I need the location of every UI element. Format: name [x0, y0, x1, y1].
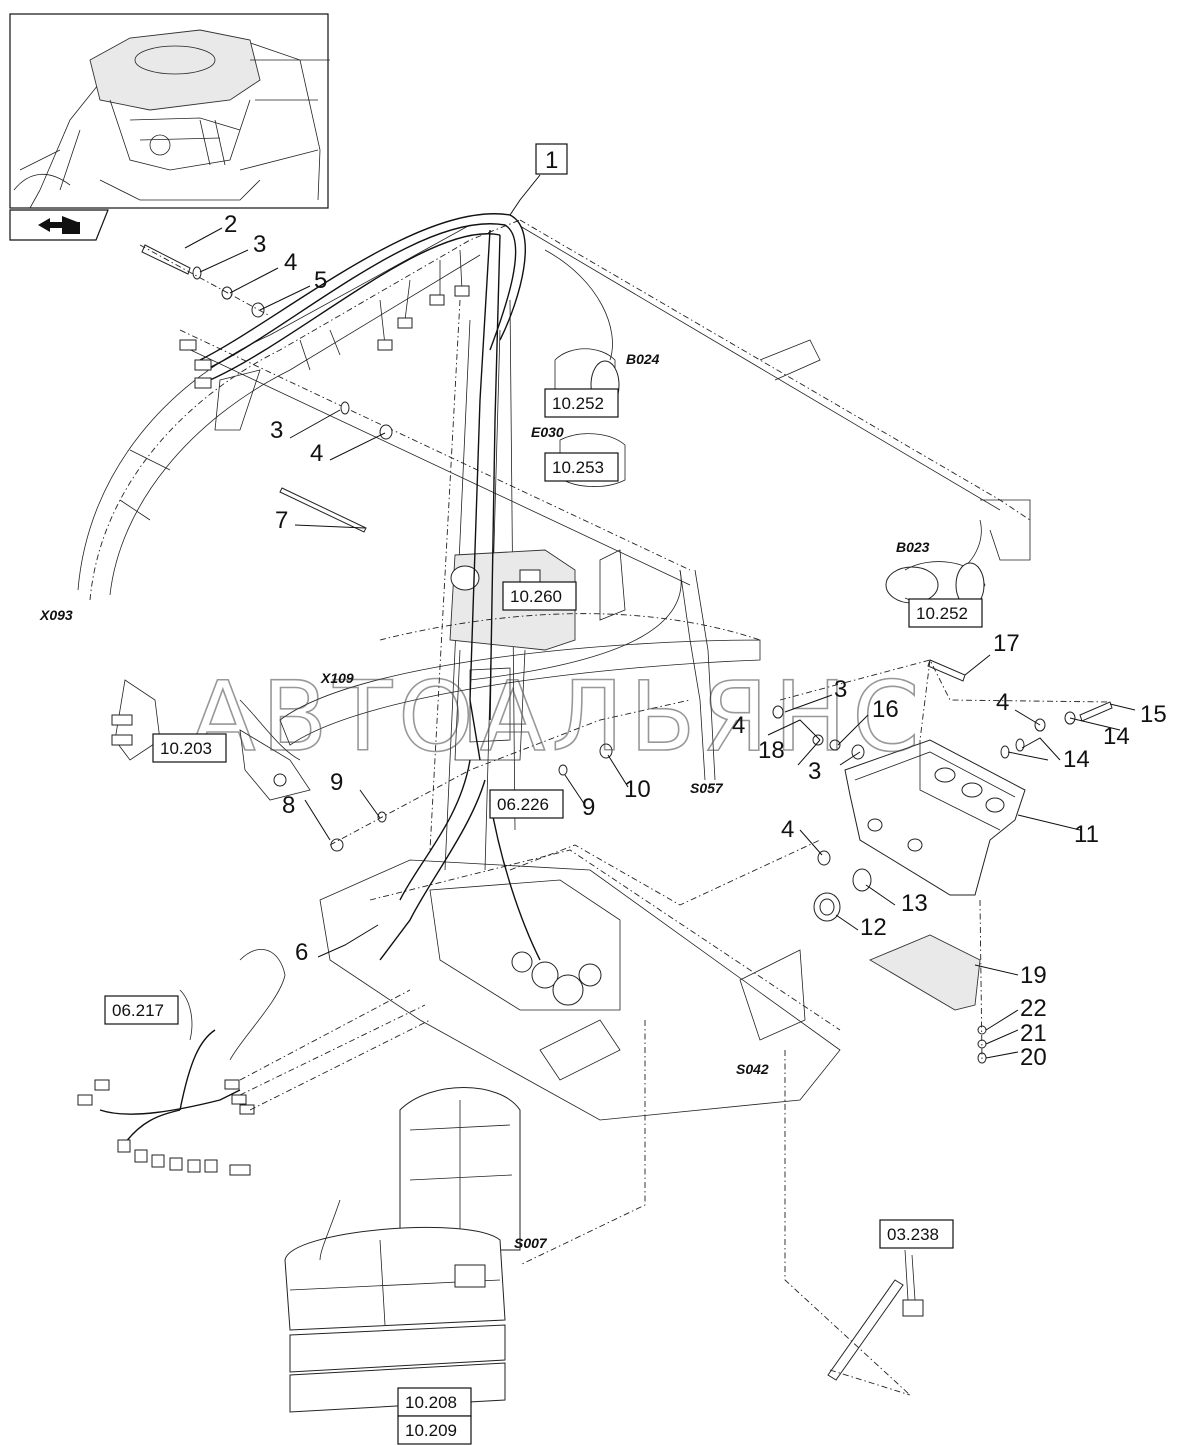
- callout-3: 3: [253, 231, 266, 258]
- operator-seat: [284, 1087, 521, 1413]
- storage-box-part-11: [844, 739, 1026, 896]
- callout-4: 4: [284, 249, 297, 276]
- svg-text:10.252: 10.252: [916, 604, 968, 623]
- connector-b024: B024: [626, 351, 660, 367]
- callout-10: 10: [624, 776, 651, 803]
- callout-numbers: 1 2 3 4 5 3 4 7 6 8 9 9 10 3 4 18 16 3 1…: [224, 143, 1167, 1071]
- ref-box-03-238[interactable]: 03.238: [879, 1219, 954, 1249]
- callout-13: 13: [901, 890, 928, 917]
- callout-2: 2: [224, 211, 237, 238]
- leader-lines: [184, 174, 1136, 1059]
- callout-4: 4: [996, 689, 1009, 716]
- connector-labels: B024 E030 B023 X093 X109 S057 S042 S007: [39, 351, 930, 1251]
- reference-boxes: 10.252 10.253 10.260 10.252 10.203 06.22…: [104, 388, 983, 1445]
- connector-s057: S057: [690, 780, 724, 796]
- svg-text:10.252: 10.252: [552, 394, 604, 413]
- callout-3: 3: [834, 676, 847, 703]
- arrow-to-block-icon: [38, 216, 80, 234]
- ref-box-10-252[interactable]: 10.252: [544, 388, 619, 418]
- fasteners: [141, 244, 1113, 1064]
- cover-plate-part-19: [868, 934, 981, 1011]
- callout-3: 3: [270, 417, 283, 444]
- callout-4: 4: [310, 440, 323, 467]
- svg-text:10.208: 10.208: [405, 1393, 457, 1412]
- connector-b023: B023: [896, 539, 930, 555]
- nut-washer-12-13: [813, 868, 872, 922]
- assembly-lines: [139, 244, 1111, 1396]
- nav-button[interactable]: [9, 209, 109, 241]
- callout-box-1: [535, 143, 568, 175]
- svg-text:06.217: 06.217: [112, 1001, 164, 1020]
- connector-e030: E030: [531, 424, 564, 440]
- callout-1: 1: [545, 147, 558, 174]
- callout-16: 16: [872, 696, 899, 723]
- callout-4: 4: [781, 816, 794, 843]
- callout-5: 5: [314, 267, 327, 294]
- callout-14: 14: [1063, 746, 1090, 773]
- connector-x093: X093: [39, 607, 73, 623]
- connector-x109: X109: [320, 670, 354, 686]
- ref-box-10-260[interactable]: 10.260: [502, 581, 577, 611]
- ref-box-10-209[interactable]: 10.209: [397, 1415, 472, 1445]
- callout-14: 14: [1103, 723, 1130, 750]
- ref-box-06-217[interactable]: 06.217: [104, 995, 179, 1025]
- main-harness: [179, 213, 982, 961]
- svg-text:03.238: 03.238: [887, 1225, 939, 1244]
- callout-8: 8: [282, 792, 295, 819]
- callout-15: 15: [1140, 701, 1167, 728]
- callout-9: 9: [582, 794, 595, 821]
- connector-s007: S007: [514, 1235, 548, 1251]
- callout-12: 12: [860, 914, 887, 941]
- left-bracket: [111, 679, 311, 801]
- svg-text:06.226: 06.226: [497, 795, 549, 814]
- svg-text:10.260: 10.260: [510, 587, 562, 606]
- svg-text:10.253: 10.253: [552, 458, 604, 477]
- callout-19: 19: [1020, 962, 1047, 989]
- ref-box-10-252[interactable]: 10.252: [908, 598, 983, 628]
- lamps: [554, 348, 986, 608]
- callout-22: 22: [1020, 995, 1047, 1022]
- ref-box-06-226[interactable]: 06.226: [489, 789, 564, 819]
- callout-17: 17: [993, 630, 1020, 657]
- pedal-sensor: [827, 1249, 924, 1381]
- ref-box-10-208[interactable]: 10.208: [397, 1387, 472, 1417]
- svg-text:10.209: 10.209: [405, 1421, 457, 1440]
- callout-4: 4: [732, 712, 745, 739]
- ref-box-10-253[interactable]: 10.253: [544, 452, 619, 482]
- callout-9: 9: [330, 769, 343, 796]
- callout-21: 21: [1020, 1020, 1047, 1047]
- callout-18: 18: [758, 737, 785, 764]
- callout-3: 3: [808, 758, 821, 785]
- inset-thumbnail: [9, 13, 330, 209]
- ref-box-10-203[interactable]: 10.203: [152, 733, 227, 763]
- svg-text:10.203: 10.203: [160, 739, 212, 758]
- watermark: АВТОАЛЬЯНС: [190, 661, 925, 773]
- connector-s042: S042: [736, 1061, 769, 1077]
- callout-7: 7: [275, 507, 288, 534]
- sub-harness: [77, 949, 286, 1176]
- callout-11: 11: [1074, 821, 1099, 848]
- callout-20: 20: [1020, 1044, 1047, 1071]
- callout-6: 6: [295, 939, 308, 966]
